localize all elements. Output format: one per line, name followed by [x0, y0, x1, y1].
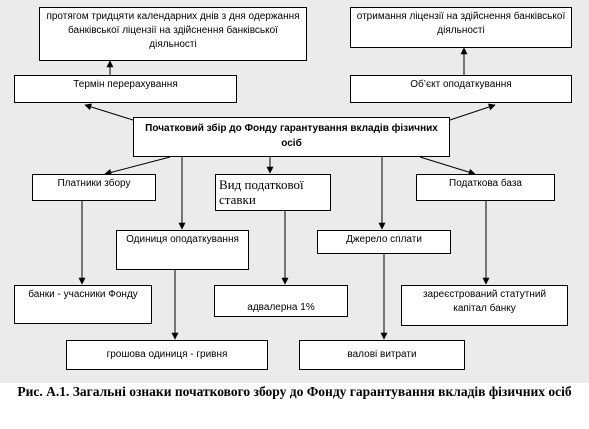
arrow-to-payers [104, 156, 171, 176]
unit-text: Одиниця оподаткування [126, 234, 239, 245]
rate-value-text: адвалерна 1% [247, 302, 315, 313]
center-box: Початковий збір до Фонду гарантування вк… [133, 117, 450, 157]
connector-lines [78, 47, 496, 340]
base-value-box: зареєстрований статутний капітал банку [401, 285, 568, 326]
diagram: протягом тридцяти календарних днів з дня… [0, 0, 589, 383]
source-value-text: валові витрати [347, 349, 417, 360]
source-value-box: валові витрати [299, 340, 465, 370]
unit-box: Одиниця оподаткування [116, 230, 249, 270]
rate-value-box: адвалерна 1% [214, 285, 348, 317]
rate-text: Вид податкової ставки [219, 177, 304, 207]
arrow-to-base [419, 156, 476, 176]
unit-value-box: грошова одиниця - гривня [66, 340, 268, 370]
object-box: Об’єкт оподаткування [350, 75, 572, 103]
payers-value-box: банки - учасники Фонду [14, 285, 152, 324]
payers-value-text: банки - учасники Фонду [28, 289, 138, 300]
figure-caption: Рис. А.1. Загальні ознаки початкового зб… [17, 384, 572, 399]
unit-value-text: грошова одиниця - гривня [106, 349, 228, 360]
top-left-note-box: протягом тридцяти календарних днів з дня… [39, 7, 307, 61]
object-text: Об’єкт оподаткування [410, 79, 512, 90]
arrow-to-term [84, 103, 134, 121]
base-text: Податкова база [449, 178, 522, 189]
base-value-text: зареєстрований статутний капітал банку [422, 289, 547, 314]
top-left-note-text: протягом тридцяти календарних днів з дня… [46, 11, 300, 50]
top-right-note-box: отримання ліцензії на здійснення банківс… [350, 7, 572, 48]
top-right-note-text: отримання ліцензії на здійснення банківс… [356, 11, 566, 36]
source-box: Джерело сплати [317, 230, 451, 254]
payers-text: Платники збору [57, 178, 131, 189]
arrow-to-object [449, 103, 496, 121]
source-text: Джерело сплати [346, 234, 422, 245]
base-box: Податкова база [416, 174, 555, 201]
term-box: Термін перерахування [14, 75, 237, 103]
rate-box: Вид податкової ставки [215, 174, 331, 211]
payers-box: Платники збору [32, 174, 156, 201]
term-text: Термін перерахування [73, 79, 178, 90]
center-title: Початковий збір до Фонду гарантування вк… [145, 123, 438, 149]
